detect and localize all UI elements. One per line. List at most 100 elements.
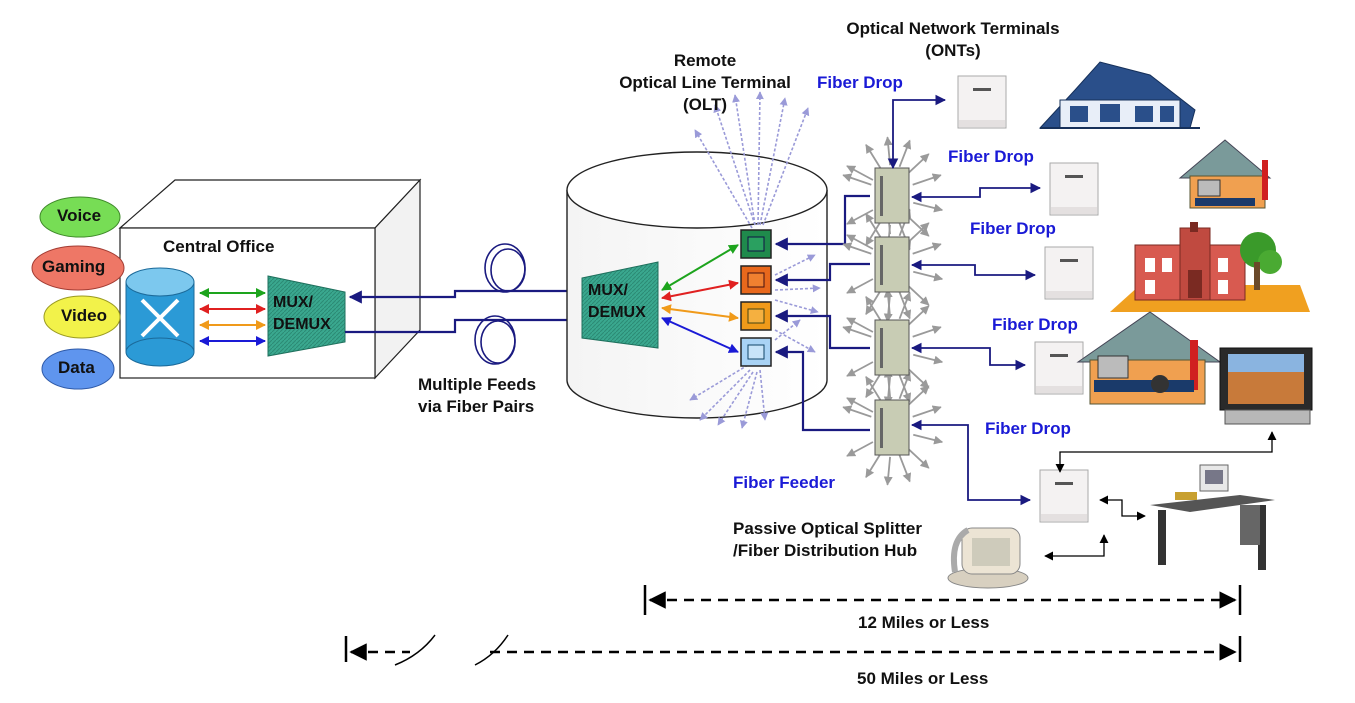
splitter-ray xyxy=(865,296,882,322)
olt-ray xyxy=(762,107,810,226)
splitter-ray xyxy=(898,291,912,320)
splitter-ray xyxy=(842,325,872,338)
splitter-ray xyxy=(842,173,872,186)
splitter-ray xyxy=(846,397,874,413)
service-video-label: Video xyxy=(61,306,107,325)
splitter-ray xyxy=(846,165,874,181)
splitter-ray xyxy=(913,433,944,445)
olt-mux-demux xyxy=(581,261,659,349)
desk-computer-icon xyxy=(1150,464,1275,570)
gaming-cloud xyxy=(31,245,125,291)
splitter-ray xyxy=(898,374,912,403)
ont-device-5 xyxy=(1039,469,1089,523)
splitter-ray xyxy=(906,284,930,306)
ont-device-1 xyxy=(957,75,1007,129)
splitter-ray xyxy=(846,441,874,457)
olt-ray xyxy=(717,371,754,426)
olt-ray xyxy=(713,104,756,226)
splitter-hub-4 xyxy=(874,399,910,456)
olt-ray xyxy=(774,254,816,276)
house-with-computer-icon xyxy=(1076,311,1222,405)
service-clouds xyxy=(31,196,125,390)
central-office-title: Central Office xyxy=(163,237,275,256)
apartment-building-icon xyxy=(1110,222,1310,312)
splitter-label: Passive Optical Splitter /Fiber Distribu… xyxy=(733,518,922,562)
splitter-ray xyxy=(846,361,874,377)
olt-ray xyxy=(774,319,801,341)
co-mux-label: MUX/ DEMUX xyxy=(273,294,331,333)
distance-12-label: 12 Miles or Less xyxy=(858,613,990,632)
data-cloud xyxy=(41,348,115,390)
splitter-ray xyxy=(842,405,872,418)
fiber-drop-label-2: Fiber Drop xyxy=(948,147,1034,166)
fiber-coil-icon xyxy=(474,243,526,365)
splitter-hub-3 xyxy=(874,319,910,376)
olt-ray xyxy=(774,284,821,293)
fiber-drop-label-4: Fiber Drop xyxy=(992,315,1078,334)
fiber-drop-label-5: Fiber Drop xyxy=(985,419,1071,438)
splitter-ray xyxy=(883,288,893,318)
splitter-ray xyxy=(898,454,912,483)
splitter-ray xyxy=(913,270,944,282)
splitter-label-line-2: /Fiber Distribution Hub xyxy=(733,541,918,560)
ont-device-2 xyxy=(1049,162,1099,216)
olt-title-line-3: (OLT) xyxy=(682,95,728,114)
video-cloud xyxy=(43,295,121,339)
fiber-drop-label-3: Fiber Drop xyxy=(970,219,1056,238)
splitter-ray xyxy=(846,209,874,225)
ont-device-4 xyxy=(1034,341,1084,395)
splitter-ray xyxy=(906,447,930,469)
splitter-ray xyxy=(906,222,930,244)
olt-ray xyxy=(774,329,816,353)
splitter-ray xyxy=(846,278,874,294)
splitter-ray xyxy=(865,144,882,170)
splitter-ray xyxy=(912,325,942,338)
feeds-label-line-1: Multiple Feeds xyxy=(418,375,537,394)
television-icon xyxy=(1219,347,1313,425)
ont-devices xyxy=(957,75,1099,523)
olt-ray xyxy=(732,94,756,226)
splitter-ray xyxy=(842,242,872,255)
olt-ports xyxy=(740,229,772,367)
co-mux-demux xyxy=(267,275,346,357)
ont-title: Optical Network Terminals (ONTs) xyxy=(828,18,1078,62)
splitter-ray xyxy=(846,234,874,250)
splitter-ray xyxy=(912,242,942,255)
splitter-ray xyxy=(906,153,930,175)
splitter-hub-2 xyxy=(874,236,910,293)
blue-house-icon xyxy=(1038,61,1200,129)
olt-title-line-2: Optical Line Terminal xyxy=(619,73,791,92)
service-data-label: Data xyxy=(58,358,95,377)
splitter-ray xyxy=(846,317,874,333)
splitter-ray xyxy=(865,220,882,246)
small-house-icon xyxy=(1178,139,1272,209)
router-icon xyxy=(125,267,195,367)
ont-device-3 xyxy=(1044,246,1094,300)
telephone-icon xyxy=(947,527,1029,589)
ont-title-line-2: (ONTs) xyxy=(925,41,981,60)
olt-ray xyxy=(694,129,753,229)
olt-mux-label: MUX/ DEMUX xyxy=(588,282,646,321)
splitter-ray xyxy=(865,372,882,398)
olt-signal-rays xyxy=(689,91,821,429)
service-voice-label: Voice xyxy=(57,206,102,225)
fiber-drop-label-1: Fiber Drop xyxy=(817,73,903,92)
splitter-ray xyxy=(865,452,882,478)
olt-ray xyxy=(689,364,749,401)
olt-ray xyxy=(759,97,788,226)
splitter-ray xyxy=(865,213,882,239)
splitter-ray xyxy=(912,405,942,418)
fiber-feeder-label: Fiber Feeder xyxy=(733,473,836,492)
splitter-ray xyxy=(865,376,882,402)
olt-ray xyxy=(759,369,769,421)
splitter-ray xyxy=(913,201,944,213)
olt-ray xyxy=(774,299,819,314)
splitter-ray xyxy=(883,136,893,166)
splitter-ray xyxy=(906,215,930,237)
distance-12-miles-line xyxy=(643,585,1242,615)
splitter-hub-1 xyxy=(874,167,910,224)
feeds-label-line-2: via Fiber Pairs xyxy=(418,397,535,416)
feeds-label: Multiple Feeds via Fiber Pairs xyxy=(418,374,536,418)
splitter-ray xyxy=(913,353,944,365)
